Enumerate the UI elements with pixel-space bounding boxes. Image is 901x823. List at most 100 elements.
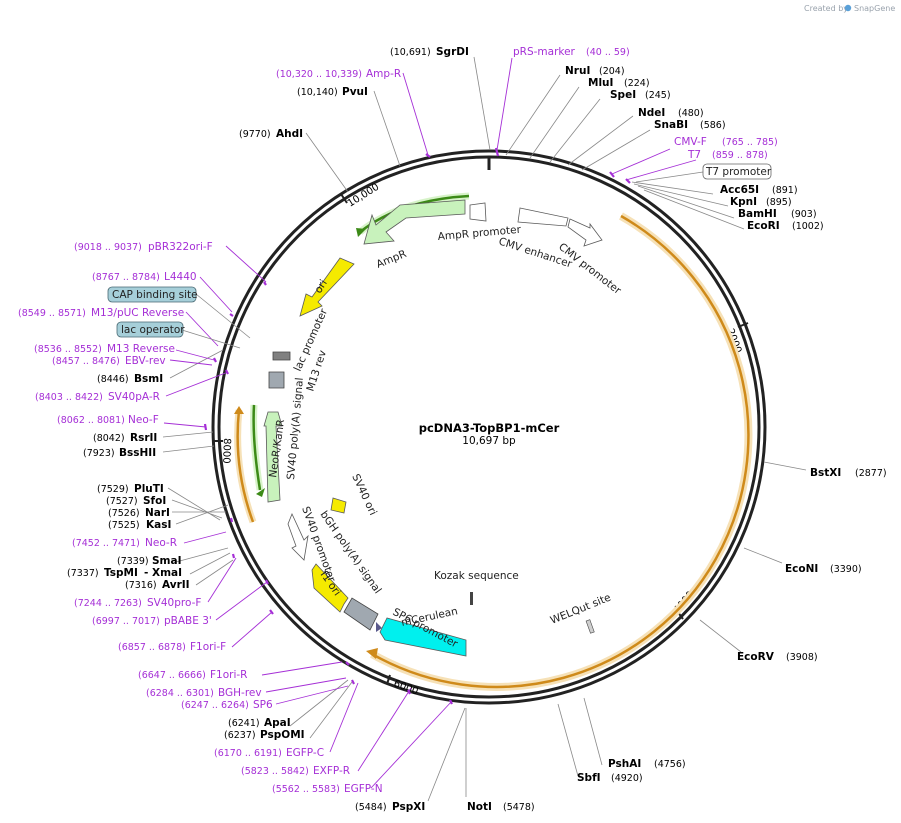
sv40-ori-label: SV40 ori — [349, 472, 379, 517]
primer-egfp-n[interactable]: EGFP-N — [344, 783, 383, 795]
enzyme-pos-tspmi: (7337) — [67, 568, 99, 579]
primer-sp6[interactable]: SP6 — [253, 699, 273, 711]
snapgene-brand[interactable]: SnapGene — [854, 4, 895, 13]
primer-prs-marker[interactable]: pRS-marker — [513, 46, 576, 58]
primer-f1ori-f[interactable]: F1ori-F — [190, 641, 226, 653]
enzyme-econi[interactable]: EcoNI — [785, 563, 818, 575]
primer-amp-r[interactable]: Amp-R — [366, 68, 401, 80]
enzyme-rsrii[interactable]: RsrII — [130, 432, 157, 444]
primer-m13-puc-reverse[interactable]: M13/pUC Reverse — [91, 307, 184, 319]
bgh-polya-feature[interactable] — [343, 597, 379, 631]
neo-green-arrow-icon — [256, 488, 265, 497]
primer-sv40pro-f[interactable]: SV40pro-F — [147, 597, 201, 609]
ampr-promoter-feature[interactable] — [469, 202, 487, 222]
primer-sv40pa-r[interactable]: SV40pA-R — [108, 391, 160, 403]
enzyme-pspxi[interactable]: PspXI — [392, 801, 425, 813]
enzyme-mlui[interactable]: MluI — [588, 77, 613, 89]
enzyme-pshai[interactable]: PshAI — [608, 758, 641, 770]
primer-cmv-f[interactable]: CMV-F — [674, 136, 707, 148]
enzyme-bsmi[interactable]: BsmI — [134, 373, 163, 385]
enzyme-sfoi[interactable]: SfoI — [143, 495, 166, 507]
enzyme-pos-pspomi: (6237) — [224, 730, 256, 741]
welqut-feature[interactable] — [585, 619, 595, 634]
sv40-polya-feature[interactable] — [268, 371, 285, 389]
enzyme-ecorv[interactable]: EcoRV — [737, 651, 775, 663]
enzyme-pluti[interactable]: PluTI — [134, 483, 164, 495]
enzyme-tspmi[interactable]: TspMI — [104, 567, 138, 579]
mcerulean-feature[interactable] — [379, 617, 467, 657]
enzyme-nrui[interactable]: NruI — [565, 65, 590, 77]
enzyme-ndei[interactable]: NdeI — [638, 107, 665, 119]
tick-10000 — [340, 193, 348, 204]
enzyme-bamhi[interactable]: BamHI — [738, 208, 777, 220]
enzyme-bsshii[interactable]: BssHII — [119, 447, 156, 459]
neor-kanr-feature[interactable] — [263, 411, 283, 503]
enzyme-ecori[interactable]: EcoRI — [747, 220, 780, 232]
primer-site-marks — [203, 147, 631, 705]
ampr-feature[interactable] — [363, 199, 466, 245]
enzyme-pos-bsshii: (7923) — [83, 448, 115, 459]
primer-bgh-rev[interactable]: BGH-rev — [218, 687, 262, 699]
primer-range-sv40pro-f: (7244 .. 7263) — [74, 598, 142, 609]
primer-egfp-c[interactable]: EGFP-C — [286, 747, 324, 759]
primer-range-egfp-n: (5562 .. 5583) — [272, 784, 340, 795]
primer-pbabe3[interactable]: pBABE 3' — [164, 615, 212, 627]
lac-promoter-feature[interactable] — [272, 351, 291, 361]
enzyme-pspomi[interactable]: PspOMI — [260, 729, 305, 741]
kozak-feature[interactable] — [470, 592, 473, 605]
primer-pbr322ori-f[interactable]: pBR322ori-F — [148, 241, 213, 253]
primer-range-l4440: (8767 .. 8784) — [92, 272, 160, 283]
enzyme-nari[interactable]: NarI — [145, 507, 170, 519]
enzyme-acc65i[interactable]: Acc65I — [720, 184, 759, 196]
enzyme-sbfi[interactable]: SbfI — [577, 772, 601, 784]
created-by-text: Created by — [804, 4, 848, 13]
enzyme-xmai[interactable]: - XmaI — [144, 567, 182, 579]
enzyme-kpni[interactable]: KpnI — [730, 196, 757, 208]
primer-ebv-rev[interactable]: EBV-rev — [125, 355, 166, 367]
sv40-promoter-feature[interactable] — [287, 512, 309, 561]
primer-neo-r[interactable]: Neo-R — [145, 537, 177, 549]
t7-promoter-label: T7 promoter — [705, 166, 772, 178]
primer-exfp-r[interactable]: EXFP-R — [313, 765, 350, 777]
enzyme-noti[interactable]: NotI — [467, 801, 492, 813]
enzyme-avrii[interactable]: AvrII — [162, 579, 190, 591]
enzyme-pos-rsrii: (8042) — [93, 433, 125, 444]
primer-range-sv40pa-r: (8403 .. 8422) — [35, 392, 103, 403]
enzyme-kasi[interactable]: KasI — [146, 519, 171, 531]
enzyme-leader-lines — [162, 56, 807, 802]
enzyme-smai[interactable]: SmaI — [152, 555, 182, 567]
enzyme-pos-pluti: (7529) — [97, 484, 129, 495]
lac-operator-box[interactable] — [116, 321, 184, 338]
sp6-promoter-feature[interactable] — [376, 622, 382, 632]
cap-binding-site-box[interactable] — [107, 286, 197, 303]
enzyme-pos-nari: (7526) — [108, 508, 140, 519]
cmv-promoter-feature[interactable] — [567, 218, 603, 247]
primer-l4440[interactable]: L4440 — [164, 271, 197, 283]
enzyme-sgrdi[interactable]: SgrDI — [436, 46, 469, 58]
enzyme-pos-sbfi: (4920) — [611, 773, 643, 784]
enzyme-apai[interactable]: ApaI — [264, 717, 291, 729]
cap-binding-site-label: CAP binding site — [112, 289, 198, 301]
primer-range-sp6: (6247 .. 6264) — [181, 700, 249, 711]
f1-ori-feature[interactable] — [311, 563, 349, 613]
primer-range-pbabe3: (6997 .. 7017) — [92, 616, 160, 627]
backbone-outer-ring — [211, 149, 767, 705]
enzyme-bstxi[interactable]: BstXI — [810, 467, 841, 479]
cmv-enhancer-feature[interactable] — [517, 207, 569, 227]
enzyme-pvui[interactable]: PvuI — [342, 86, 368, 98]
primer-f1ori-r[interactable]: F1ori-R — [210, 669, 247, 681]
sv40-ori-feature[interactable] — [330, 497, 347, 514]
enzyme-pos-acc65i: (891) — [772, 185, 798, 196]
enzyme-pos-mlui: (224) — [624, 78, 650, 89]
primer-t7[interactable]: T7 — [687, 149, 701, 161]
enzyme-spei[interactable]: SpeI — [610, 89, 636, 101]
primer-neo-f[interactable]: Neo-F — [128, 414, 159, 426]
primer-labels: pRS-marker (40 .. 59) (10,320 .. 10,339)… — [18, 46, 778, 795]
enzyme-ahdi[interactable]: AhdI — [276, 128, 303, 140]
primer-m13-reverse[interactable]: M13 Reverse — [107, 343, 175, 355]
t7-promoter-box[interactable] — [702, 163, 772, 180]
ori-feature[interactable] — [299, 257, 355, 317]
enzyme-snabi[interactable]: SnaBI — [654, 119, 688, 131]
